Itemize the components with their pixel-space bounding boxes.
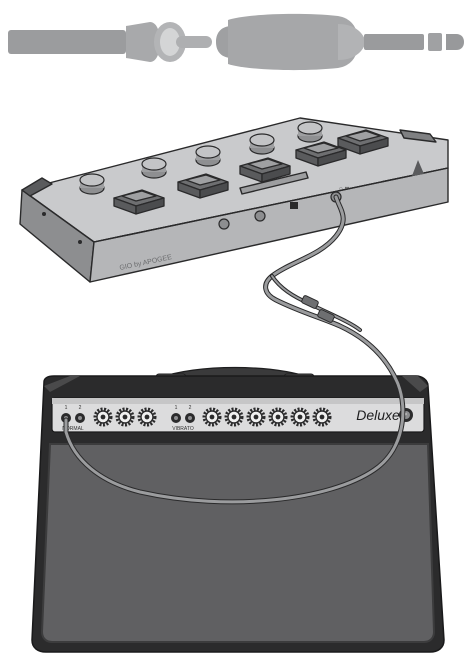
input-number: 1 bbox=[175, 405, 178, 411]
knob bbox=[250, 134, 274, 154]
quarter-inch-jack-illustration bbox=[216, 14, 464, 70]
screw-hole bbox=[78, 240, 82, 244]
rca-plug-illustration bbox=[8, 22, 212, 62]
channel-label-vibrato: VIBRATO bbox=[172, 426, 194, 432]
input-number: 1 bbox=[65, 405, 68, 411]
knob bbox=[142, 158, 166, 178]
usb-port bbox=[290, 202, 298, 209]
input-number: 2 bbox=[189, 405, 192, 411]
amp-brand-logo: Deluxe bbox=[356, 407, 400, 423]
knob bbox=[298, 122, 322, 142]
knob bbox=[196, 146, 220, 166]
screw-hole bbox=[42, 212, 46, 216]
headphone-label: ∩ •• bbox=[339, 186, 349, 192]
knob bbox=[80, 174, 104, 194]
input-jack bbox=[255, 211, 265, 221]
input-jack bbox=[219, 219, 229, 229]
input-number: 2 bbox=[79, 405, 82, 411]
